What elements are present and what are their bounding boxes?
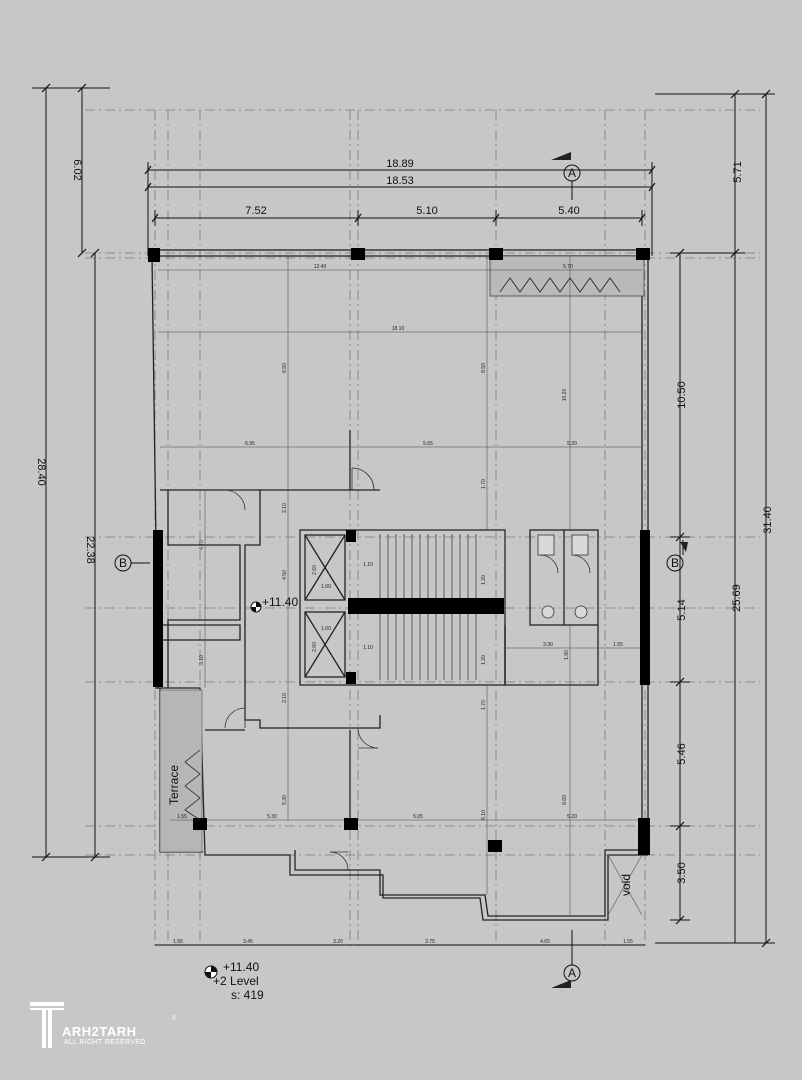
- interior-dim-label: 5.65: [423, 441, 433, 447]
- logo-mark: [30, 1002, 64, 1048]
- interior-dimension-labels: 12.40 5.70 18.10 6.95 5.65 5.20 6.50 8.50 10.20 4…: [177, 264, 623, 820]
- interior-dim-label: 1.70: [481, 479, 487, 489]
- dim-left-upper: 6.02: [71, 159, 83, 180]
- dim-bottom-span-2: 3.45: [243, 939, 253, 945]
- interior-dim-label: 6.95: [245, 441, 255, 447]
- section-marker-a-top: A: [568, 166, 576, 180]
- dim-right-upper: 5.71: [732, 161, 744, 182]
- dim-right-span-1: 10.50: [676, 381, 688, 409]
- dim-top-total-inner: 18.53: [386, 175, 414, 187]
- logo-registered: ©: [172, 1016, 177, 1022]
- interior-dim-label: 1.90: [564, 650, 570, 660]
- interior-dim-label: 5.30: [282, 795, 288, 805]
- interior-dim-label: 6.50: [282, 363, 288, 373]
- structural-columns: [148, 248, 650, 855]
- section-marker-a-bottom: A: [568, 966, 576, 980]
- dim-top-total-outer: 18.89: [386, 158, 414, 170]
- interior-dim-label: 1.10: [363, 562, 373, 568]
- caption-level: +2 Level: [213, 974, 259, 988]
- dim-right-span-2: 5.14: [676, 599, 688, 620]
- logo-brand: ARH2TARH: [62, 1024, 137, 1039]
- level-marker-symbol: [250, 601, 262, 613]
- dim-bottom-span-4: 3.75: [425, 939, 435, 945]
- interior-dim-label: 6.10: [481, 810, 487, 820]
- door-swings: [224, 467, 591, 871]
- drawing-caption: +11.40 +2 Level s: 419: [205, 960, 264, 1002]
- interior-dim-label: 8.50: [481, 363, 487, 373]
- dim-right-span-3: 5.46: [676, 743, 688, 764]
- interior-dim-label: 5.20: [567, 441, 577, 447]
- terrace-railing: [184, 749, 201, 821]
- dim-bottom-span-5: 4.65: [540, 939, 550, 945]
- level-marker-text: +11.40: [262, 595, 298, 609]
- caption-elevation: +11.40: [223, 960, 260, 974]
- dimension-lines: [32, 87, 775, 946]
- interior-dim-label: 2.10: [282, 693, 288, 703]
- interior-dim-label: 3.30: [543, 642, 553, 648]
- interior-dimension-lines: [158, 256, 642, 915]
- wc-fixtures: [537, 534, 589, 619]
- dim-top-span-2: 5.10: [416, 205, 437, 217]
- caption-level-symbol: [204, 965, 218, 979]
- interior-dim-label: 5.30: [267, 814, 277, 820]
- dim-bottom-span-1: 1.55: [173, 939, 183, 945]
- interior-dim-label: 1.60: [321, 584, 331, 590]
- interior-dim-label: 10.20: [562, 389, 568, 402]
- dim-right-overall: 31.40: [762, 506, 774, 534]
- interior-dim-label: 1.55: [177, 814, 187, 820]
- interior-dim-label: 1.20: [481, 575, 487, 585]
- stair-treads: [379, 534, 477, 680]
- interior-dim-label: 4.70: [199, 540, 205, 550]
- dim-left-overall: 28.40: [35, 458, 47, 486]
- interior-dim-label: 18.10: [392, 326, 405, 332]
- section-arrows: [551, 152, 688, 988]
- interior-dim-label: 1.60: [321, 626, 331, 632]
- dim-right-main: 25.69: [731, 584, 743, 612]
- dim-top-span-1: 7.52: [245, 205, 266, 217]
- section-marker-b-left: B: [119, 556, 127, 570]
- interior-dim-label: 4.50: [282, 570, 288, 580]
- interior-dim-label: 1.20: [481, 655, 487, 665]
- interior-dim-label: 5.05: [413, 814, 423, 820]
- dim-bottom-span-3: 3.20: [333, 939, 343, 945]
- interior-dim-label: 2.60: [312, 642, 318, 652]
- void-label: void: [619, 874, 633, 896]
- interior-dim-label: 2.60: [312, 565, 318, 575]
- logo-rights: ALL RIGHT RESERVED: [64, 1039, 146, 1046]
- interior-dim-label: 5.70: [563, 264, 573, 270]
- void-area: [607, 854, 643, 916]
- interior-dim-label: 3.10: [199, 655, 205, 665]
- interior-dim-label: 12.40: [314, 264, 327, 270]
- dim-bottom-span-6: 1.55: [623, 939, 633, 945]
- dim-top-span-3: 5.40: [558, 205, 579, 217]
- caption-scale: s: 419: [231, 988, 264, 1002]
- interior-dim-label: 1.55: [613, 642, 623, 648]
- interior-dim-label: 1.70: [481, 700, 487, 710]
- interior-dim-label: 2.10: [282, 503, 288, 513]
- watermark-logo: ARH2TARH © ALL RIGHT RESERVED: [30, 1002, 180, 1052]
- section-marker-b-right: B: [671, 556, 679, 570]
- dimension-ticks: [41, 83, 771, 948]
- interior-dim-label: 5.20: [567, 814, 577, 820]
- dim-left-lower: 22.38: [84, 536, 96, 564]
- terrace-label: Terrace: [167, 765, 181, 805]
- interior-dim-label: 1.10: [363, 645, 373, 651]
- dim-right-span-4: 3.50: [676, 862, 688, 883]
- core-shaft-wall: [348, 598, 504, 614]
- balcony-railing: [499, 277, 621, 293]
- interior-dim-label: 8.60: [562, 795, 568, 805]
